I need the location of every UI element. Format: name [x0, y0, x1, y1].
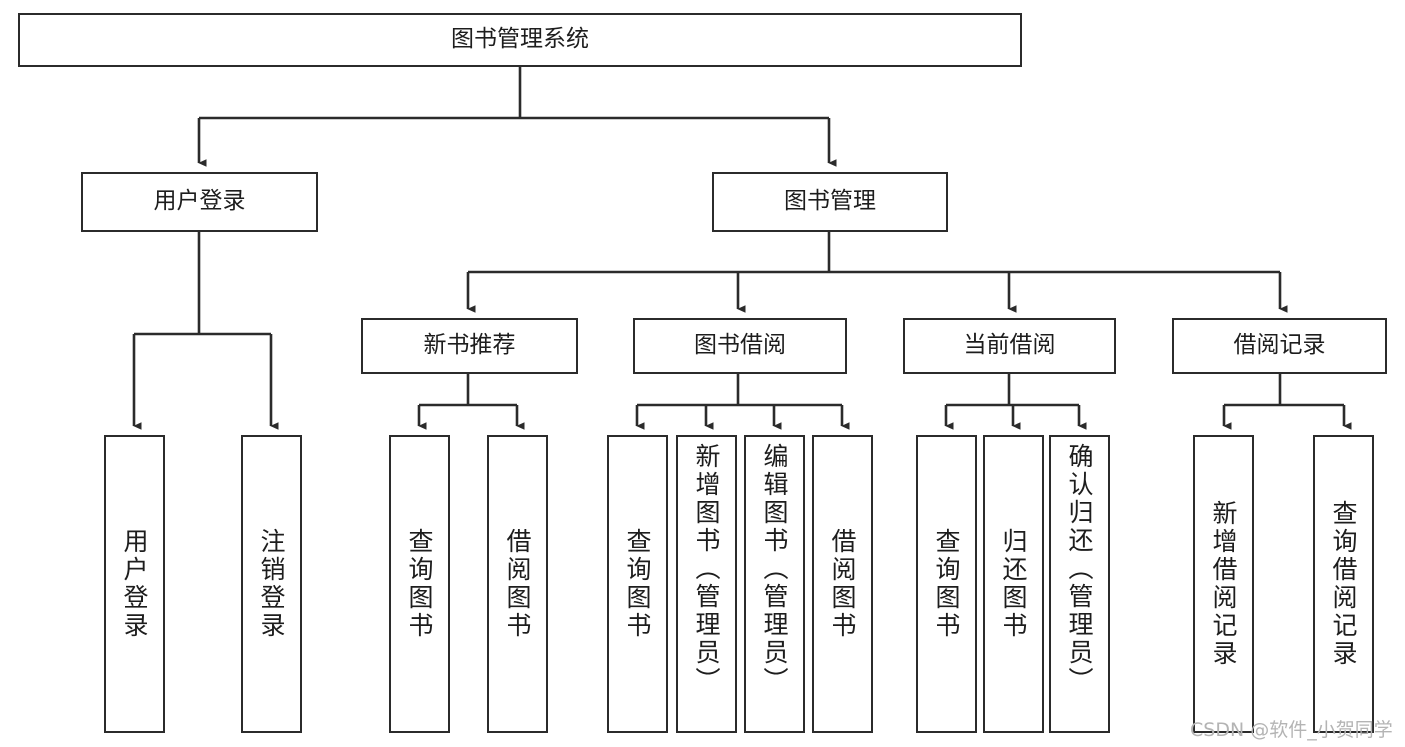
- node-book-management[interactable]: 图书管理: [712, 172, 948, 232]
- node-label: 借阅图书: [828, 528, 857, 640]
- node-label: 新书推荐: [423, 332, 516, 359]
- leaf-query-books-current[interactable]: 查询图书: [916, 435, 977, 733]
- node-label: 查询图书: [623, 528, 652, 640]
- leaf-query-borrow-record[interactable]: 查询借阅记录: [1313, 435, 1374, 733]
- node-book-borrowing[interactable]: 图书借阅: [633, 318, 847, 374]
- node-label: 当前借阅: [963, 332, 1056, 359]
- leaf-return-books[interactable]: 归还图书: [983, 435, 1044, 733]
- leaf-add-book-admin[interactable]: 新增图书（管理员）: [676, 435, 737, 733]
- leaf-confirm-return-admin[interactable]: 确认归还（管理员）: [1049, 435, 1110, 733]
- node-label: 图书管理系统: [451, 26, 589, 53]
- leaf-borrow-books-recommend[interactable]: 借阅图书: [487, 435, 548, 733]
- node-new-book-recommendation[interactable]: 新书推荐: [361, 318, 578, 374]
- node-label: 图书管理: [784, 188, 876, 215]
- leaf-borrow-books[interactable]: 借阅图书: [812, 435, 873, 733]
- node-label: 图书借阅: [694, 332, 786, 359]
- csdn-watermark: CSDN @软件_小贺同学: [1190, 719, 1393, 741]
- node-label: 新增借阅记录: [1209, 500, 1238, 668]
- leaf-query-books-recommend[interactable]: 查询图书: [389, 435, 450, 733]
- node-root-book-management-system[interactable]: 图书管理系统: [18, 13, 1022, 67]
- node-label: 查询图书: [932, 528, 961, 640]
- node-label: 借阅图书: [503, 528, 532, 640]
- node-label: 确认归还（管理员）: [1065, 443, 1094, 695]
- node-label: 查询图书: [405, 528, 434, 640]
- node-current-borrowing[interactable]: 当前借阅: [903, 318, 1116, 374]
- node-borrowing-record[interactable]: 借阅记录: [1172, 318, 1387, 374]
- leaf-user-login[interactable]: 用户登录: [104, 435, 165, 733]
- leaf-logout[interactable]: 注销登录: [241, 435, 302, 733]
- leaf-query-books-borrow[interactable]: 查询图书: [607, 435, 668, 733]
- node-user-login[interactable]: 用户登录: [81, 172, 318, 232]
- node-label: 编辑图书（管理员）: [760, 443, 789, 695]
- leaf-edit-book-admin[interactable]: 编辑图书（管理员）: [744, 435, 805, 733]
- node-label: 借阅记录: [1233, 332, 1326, 359]
- node-label: 用户登录: [153, 188, 246, 215]
- node-label: 用户登录: [120, 528, 149, 640]
- leaf-add-borrow-record[interactable]: 新增借阅记录: [1193, 435, 1254, 733]
- node-label: 归还图书: [999, 528, 1028, 640]
- node-label: 新增图书（管理员）: [692, 443, 721, 695]
- node-label: 注销登录: [257, 528, 286, 640]
- node-label: 查询借阅记录: [1329, 500, 1358, 668]
